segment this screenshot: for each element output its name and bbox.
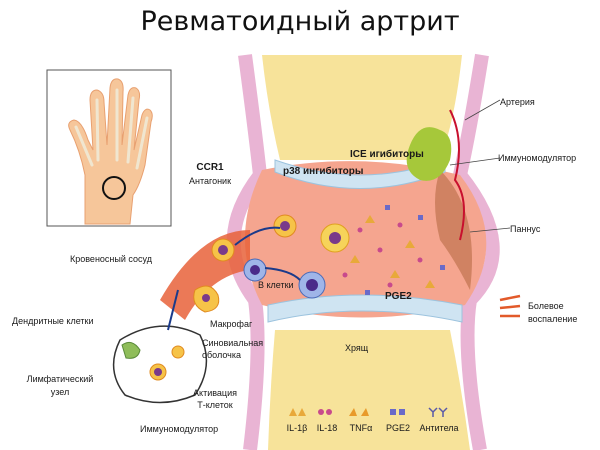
inflammation-arrows — [499, 294, 521, 318]
label-tcell-2: Т-клеток — [197, 400, 233, 410]
legend-item: PGE2 — [383, 405, 413, 433]
immunomodulator-cell — [406, 127, 452, 181]
cells — [193, 214, 350, 313]
pannus-tissue — [435, 170, 472, 290]
label-cartilage: Хрящ — [345, 343, 369, 353]
wedge-icon — [349, 408, 369, 416]
square-icon — [390, 409, 405, 415]
hand-icon — [68, 78, 153, 225]
triangle-icon — [289, 408, 306, 416]
label-immunomodulator-bottom: Иммуномодулятор — [140, 424, 219, 434]
label-p38: p38 ингибиторы — [283, 166, 364, 177]
label-artery: Артерия — [500, 97, 535, 107]
label-ice: ICE игибиторы — [350, 149, 424, 160]
joint — [226, 53, 500, 450]
affected-joint-circle — [102, 176, 126, 200]
label-lymph-2: узел — [50, 387, 70, 397]
hand-inset — [46, 69, 172, 227]
lymph-node — [112, 289, 208, 404]
label-ccr1: CCR1 — [196, 162, 224, 173]
label-pannus: Паннус — [510, 224, 541, 234]
y-antibody-icon — [428, 407, 448, 417]
label-blood-vessel: Кровеносный сосуд — [70, 254, 152, 264]
label-antagonist: Антагоник — [188, 176, 232, 186]
label-pge2: PGE2 — [385, 291, 412, 302]
label-macrophage: Макрофаг — [210, 319, 253, 329]
label-synovial-2: оболочка — [202, 350, 241, 360]
legend-item: Антитела — [419, 405, 459, 433]
legend-item: IL-1β — [283, 405, 311, 433]
page-title: Ревматоидный артрит — [140, 6, 460, 37]
label-lymph-1: Лимфатический — [26, 374, 94, 384]
artery-vessel — [449, 109, 465, 241]
label-dendritic: Дендритные клетки — [12, 316, 94, 326]
legend-item: IL-18 — [313, 405, 341, 433]
label-pain-2: воспаление — [528, 314, 578, 324]
legend-item: TNFα — [345, 405, 377, 433]
label-immunomodulator-right: Иммуномодулятор — [498, 153, 577, 163]
label-synovial-1: Синовиальная — [202, 338, 264, 348]
flow-arrows — [234, 226, 301, 281]
label-b-cells: B клетки — [258, 280, 294, 290]
dots-icon — [318, 409, 332, 415]
label-pain-1: Болевое — [528, 301, 564, 311]
legend: IL-1β IL-18 TNFα PGE2 Антитела — [283, 405, 473, 435]
label-tcell-1: Активация — [193, 388, 237, 398]
